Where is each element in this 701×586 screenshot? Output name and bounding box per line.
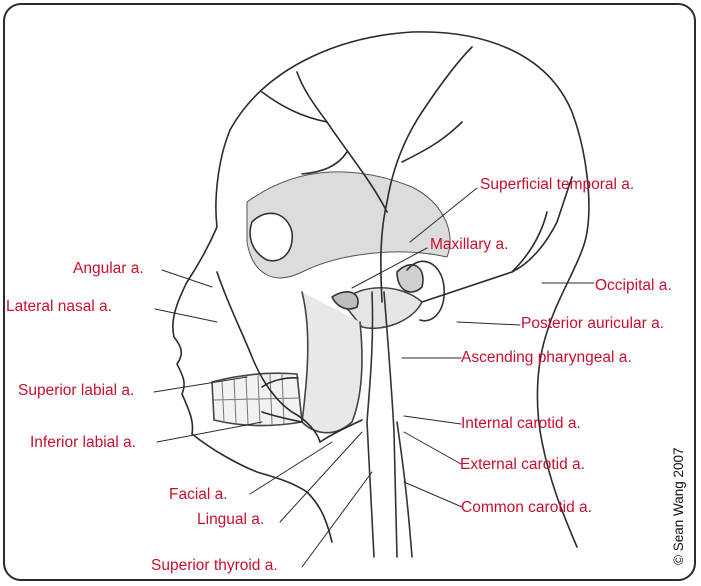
copyright-credit: © Sean Wang 2007 — [671, 447, 686, 565]
figure-frame: Superficial temporal a. Maxillary a. Ang… — [3, 3, 696, 581]
label-common-carotid-a: Common carotid a. — [461, 500, 592, 516]
label-facial-a: Facial a. — [169, 487, 228, 503]
label-superior-labial-a: Superior labial a. — [18, 383, 134, 399]
label-angular-a: Angular a. — [73, 261, 144, 277]
label-inferior-labial-a: Inferior labial a. — [30, 435, 136, 451]
label-superficial-temporal-a: Superficial temporal a. — [480, 177, 634, 193]
label-ascending-pharyngeal-a: Ascending pharyngeal a. — [461, 350, 632, 366]
label-internal-carotid-a: Internal carotid a. — [461, 416, 581, 432]
label-occipital-a: Occipital a. — [595, 278, 672, 294]
label-external-carotid-a: External carotid a. — [460, 457, 585, 473]
label-posterior-auricular-a: Posterior auricular a. — [521, 316, 664, 332]
label-lingual-a: Lingual a. — [197, 512, 264, 528]
label-maxillary-a: Maxillary a. — [430, 237, 508, 253]
label-lateral-nasal-a: Lateral nasal a. — [6, 299, 112, 315]
head-arteries-illustration — [5, 5, 696, 581]
label-superior-thyroid-a: Superior thyroid a. — [151, 558, 278, 574]
